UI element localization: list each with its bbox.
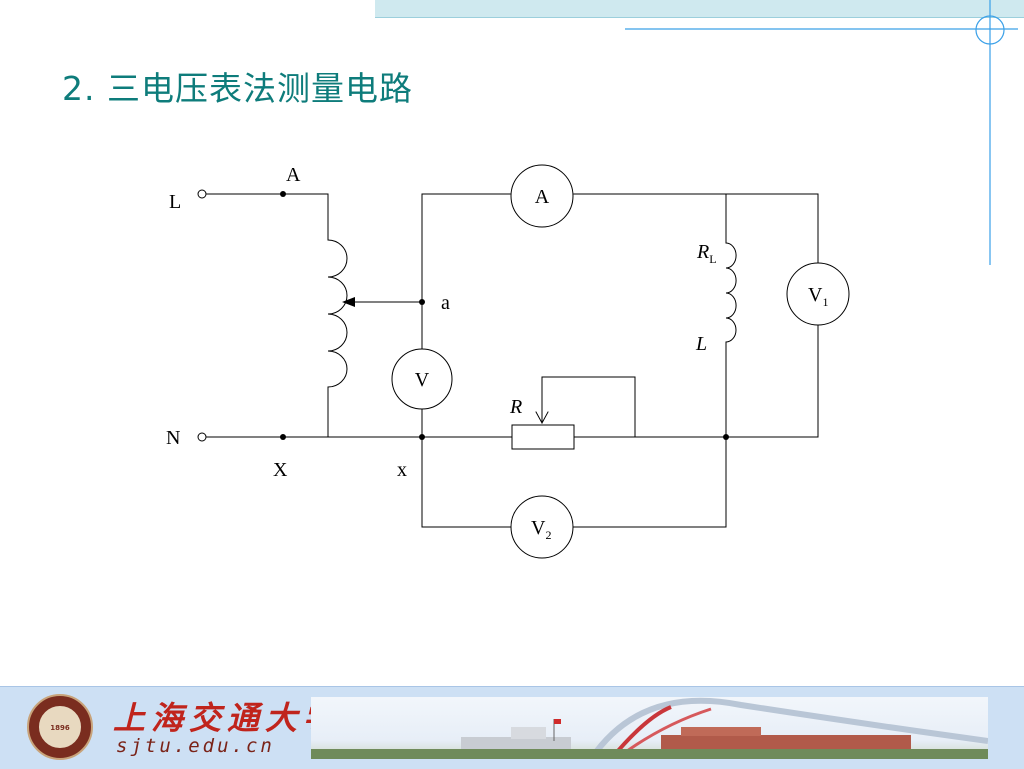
- wires: [206, 193, 819, 528]
- node-X-dot: [280, 434, 286, 440]
- trees: [311, 749, 988, 759]
- voltmeter-V1-main: V: [808, 284, 823, 306]
- autotransformer-coil: [327, 239, 348, 388]
- logo-inner-ring: [37, 704, 83, 750]
- wire-rheostat-wiper: [541, 376, 636, 438]
- voltmeter-V: V: [391, 348, 453, 410]
- rheostat-arrowhead: [535, 411, 549, 425]
- ammeter-label: A: [535, 186, 550, 208]
- flag: [554, 719, 561, 724]
- rheostat-resistor: [511, 424, 575, 450]
- corner-decoration: [625, 0, 1018, 265]
- slide-title: 2. 三电压表法测量电路: [62, 69, 413, 108]
- footer-bar: 1896 上海交通大学 sjtu.edu.cn: [0, 686, 1024, 769]
- building-left-top: [511, 727, 546, 739]
- arch-structure: [588, 697, 988, 759]
- node-right-dot: [723, 434, 729, 440]
- node-A-label: A: [286, 164, 301, 186]
- building-right-top: [681, 727, 761, 736]
- campus-illustration: [311, 697, 988, 759]
- voltmeter-V1: V1: [786, 262, 850, 326]
- top-decor-band: [375, 0, 1024, 18]
- load-RL-label: RL: [696, 241, 717, 266]
- node-x-dot: [419, 434, 425, 440]
- load-RL-subscript: L: [709, 252, 716, 266]
- terminal-N: [197, 432, 207, 442]
- node-x-label: x: [397, 459, 407, 481]
- node-X-label: X: [273, 459, 288, 481]
- voltmeter-V1-label: V1: [808, 284, 828, 309]
- load-RL-main: R: [696, 241, 709, 263]
- ammeter: A: [510, 164, 574, 228]
- campus-photo-banner: [311, 697, 988, 759]
- voltmeter-label: V: [415, 369, 430, 391]
- load-inductor-coil: [725, 242, 737, 343]
- inductor-L-label: L: [695, 333, 707, 355]
- rheostat-R-label: R: [509, 396, 522, 418]
- voltmeter-V2-subscript: 2: [545, 528, 551, 542]
- university-name: 上海交通大学: [113, 699, 342, 737]
- logo-year: 1896: [50, 724, 70, 732]
- three-voltmeter-circuit-diagram: A V V1 V2 L N A X a x R L RL: [166, 164, 850, 559]
- node-a-dot: [419, 299, 425, 305]
- voltmeter-V2-main: V: [531, 517, 546, 539]
- voltmeter-V1-subscript: 1: [822, 295, 828, 309]
- node-A-dot: [280, 191, 286, 197]
- university-url: sjtu.edu.cn: [116, 735, 275, 757]
- voltmeter-V2: V2: [510, 495, 574, 559]
- junction-dots: [280, 191, 729, 440]
- voltmeter-V2-label: V2: [531, 517, 551, 542]
- deco-circle: [975, 15, 1005, 45]
- tap-arrowhead: [342, 297, 355, 307]
- node-a-label: a: [441, 292, 450, 314]
- terminal-N-label: N: [166, 427, 180, 449]
- terminal-L: [197, 189, 207, 199]
- terminal-L-label: L: [169, 191, 181, 213]
- university-logo: 1896: [27, 694, 93, 760]
